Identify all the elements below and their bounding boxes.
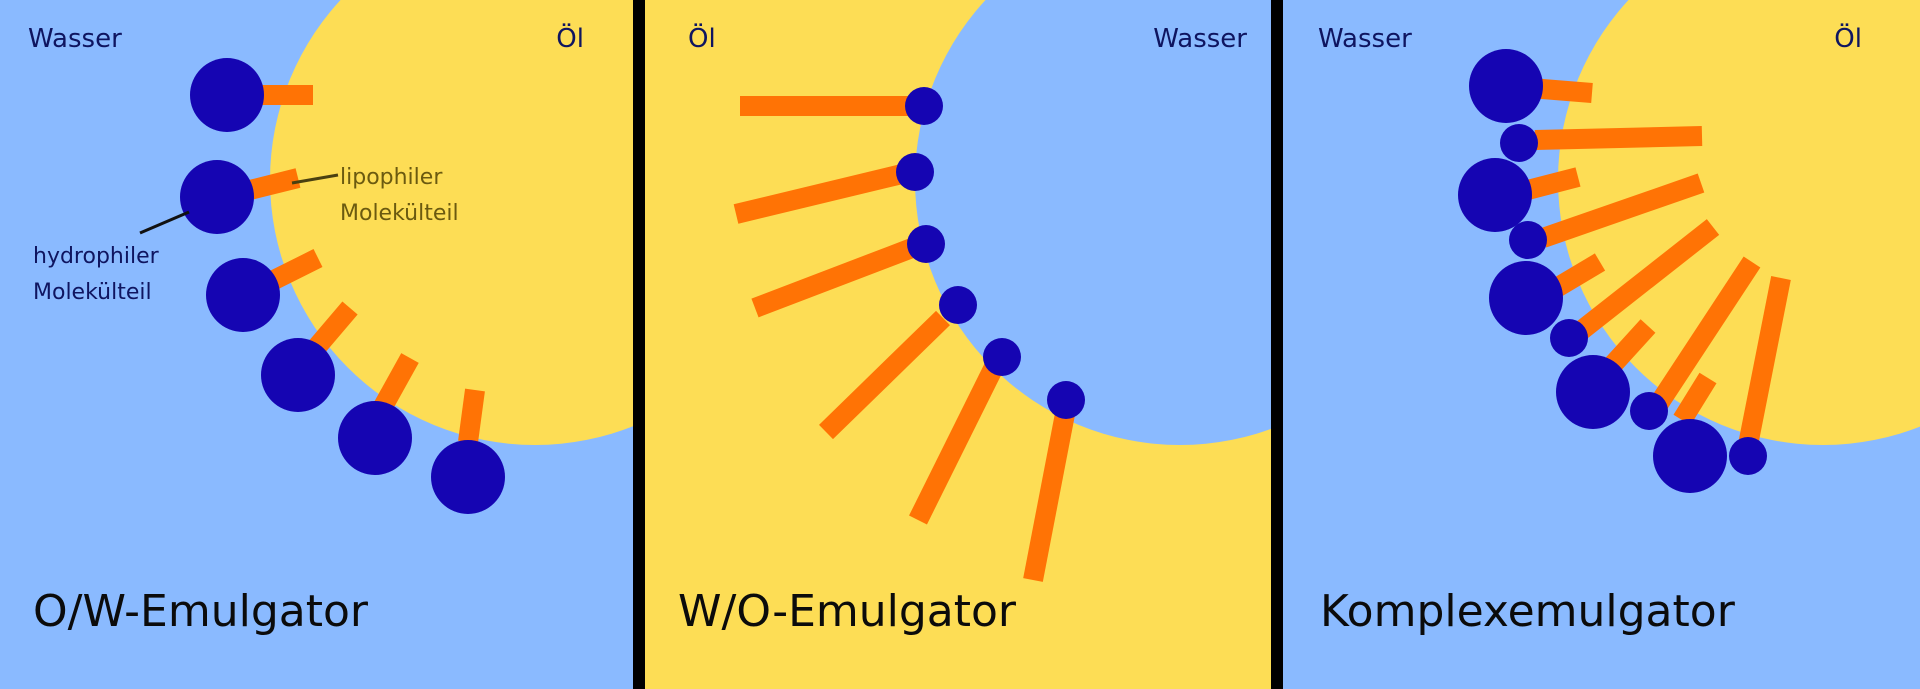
- hydrophilic-head-small: [1550, 319, 1588, 357]
- lipophilic-tail: [1547, 253, 1606, 299]
- hydrophilic-head-large: [1556, 355, 1630, 429]
- hydrophilic-head-large: [1653, 419, 1727, 493]
- hydrophilic-head: [338, 401, 412, 475]
- corner-label-right: Öl: [556, 22, 584, 54]
- lipophilic-tail: [819, 310, 950, 440]
- hydrophilic-head: [983, 338, 1021, 376]
- panel-title: Komplexemulgator: [1320, 586, 1736, 637]
- heads: [896, 87, 1085, 419]
- lipophilic-tail: [1534, 126, 1703, 150]
- corner-label-right: Wasser: [1153, 24, 1247, 54]
- lipophilic-tail: [1539, 173, 1705, 248]
- hydrophilic-head-large: [1489, 261, 1563, 335]
- divider-2: [1271, 0, 1283, 689]
- heads: [180, 58, 505, 514]
- water-droplet: [915, 0, 1271, 445]
- hydrophilic-head: [261, 338, 335, 412]
- heads: [1458, 49, 1767, 493]
- tails: [1521, 78, 1791, 452]
- lipophilic-tail: [733, 164, 905, 224]
- hydrophilic-head-small: [1630, 392, 1668, 430]
- hydrophilic-head: [907, 225, 945, 263]
- annotation-hydrophilic-line2: Molekülteil: [33, 280, 152, 305]
- corner-label-left: Wasser: [28, 24, 122, 54]
- lipophilic-tail: [1521, 167, 1581, 201]
- leader-line-lipophilic: [291, 173, 339, 185]
- lipophilic-tail: [909, 360, 1004, 525]
- corner-label-right: Öl: [1834, 22, 1862, 54]
- hydrophilic-head-large: [1458, 158, 1532, 232]
- oil-droplet: [270, 0, 633, 445]
- hydrophilic-head: [190, 58, 264, 132]
- divider-1: [633, 0, 645, 689]
- hydrophilic-head: [206, 258, 280, 332]
- annotation-hydrophilic-line1: hydrophiler: [33, 244, 160, 269]
- lipophilic-tail: [1673, 372, 1717, 426]
- hydrophilic-head-small: [1500, 124, 1538, 162]
- hydrophilic-head-small: [1509, 221, 1547, 259]
- lipophilic-tail: [1023, 412, 1075, 582]
- panel-wo: Öl Wasser W/O-Emulgator: [645, 0, 1271, 689]
- panel-title: O/W-Emulgator: [33, 586, 369, 637]
- panel-ow: Wasser Öl hydrophiler Molekülteil lipoph…: [0, 0, 633, 689]
- lipophilic-tail: [247, 168, 301, 200]
- panel-complex: Wasser Öl Komplexemulgator: [1283, 0, 1920, 689]
- hydrophilic-head: [431, 440, 505, 514]
- tails: [733, 96, 1075, 582]
- hydrophilic-head-small: [1729, 437, 1767, 475]
- lipophilic-tail: [458, 388, 485, 444]
- lipophilic-tail: [1647, 256, 1761, 414]
- leader-line-hydrophilic: [139, 210, 190, 235]
- hydrophilic-head: [905, 87, 943, 125]
- lipophilic-tail: [1575, 219, 1720, 338]
- annotation-lipophilic-line1: lipophiler: [340, 165, 443, 190]
- corner-label-left: Wasser: [1318, 24, 1412, 54]
- hydrophilic-head: [180, 160, 254, 234]
- hydrophilic-head: [1047, 381, 1085, 419]
- hydrophilic-head: [939, 286, 977, 324]
- lipophilic-tail: [265, 249, 323, 291]
- lipophilic-tail: [1737, 276, 1791, 452]
- annotation-lipophilic-line2: Molekülteil: [340, 201, 459, 226]
- corner-label-left: Öl: [688, 22, 716, 54]
- panel-title: W/O-Emulgator: [678, 586, 1017, 637]
- hydrophilic-head: [896, 153, 934, 191]
- hydrophilic-head-large: [1469, 49, 1543, 123]
- lipophilic-tail: [751, 238, 916, 318]
